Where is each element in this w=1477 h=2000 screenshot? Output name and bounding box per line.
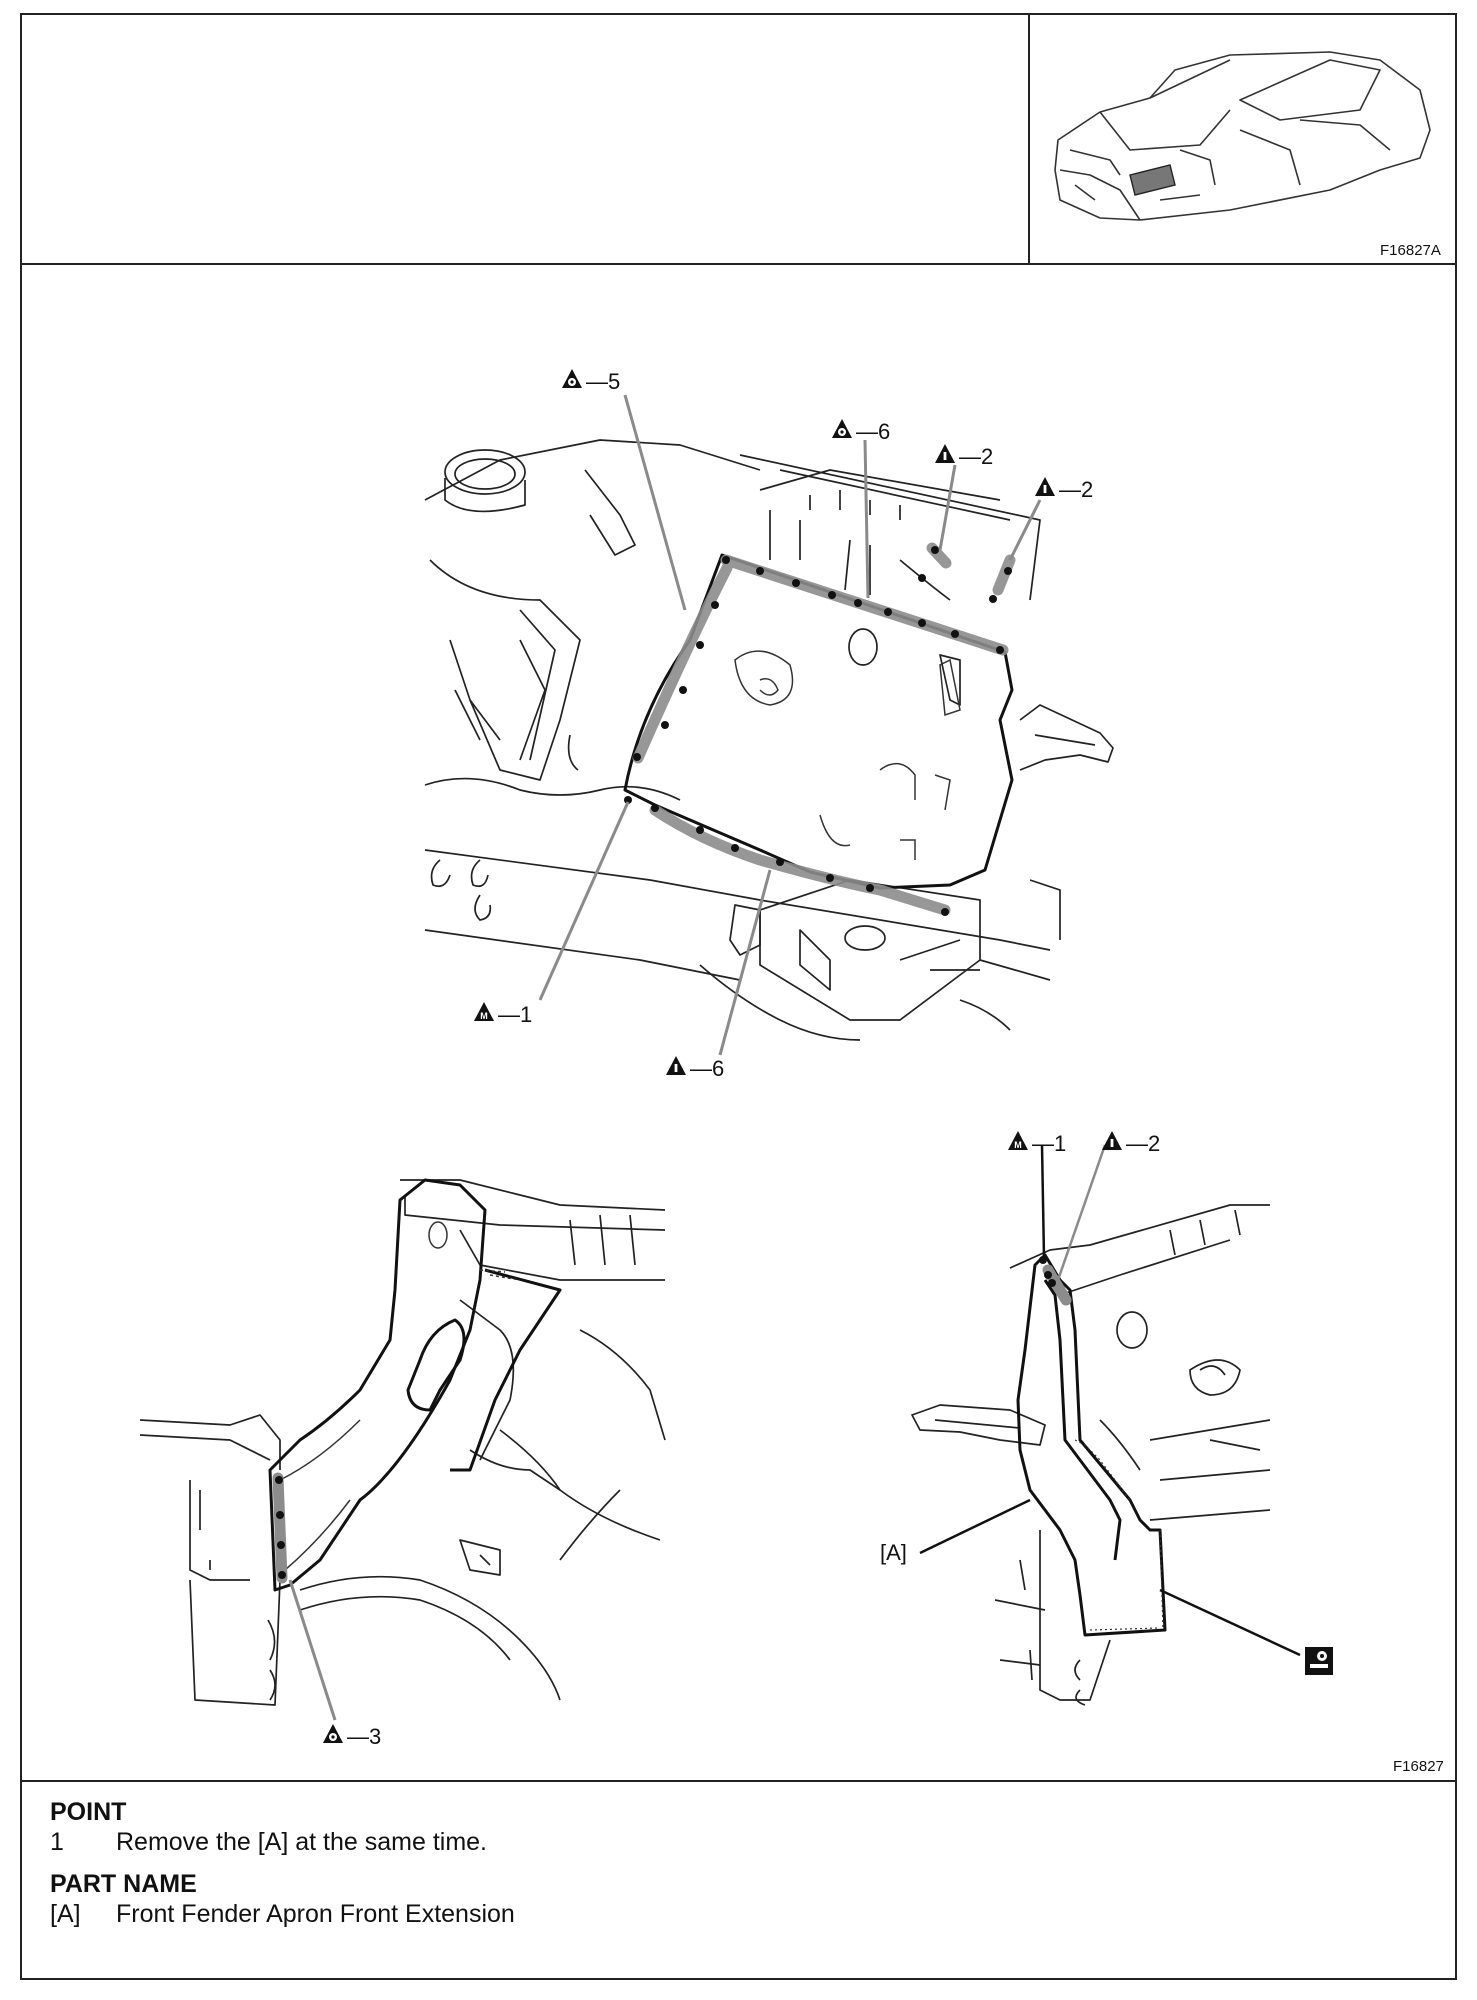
- callout-top-o6: —6: [856, 419, 890, 444]
- callout-top-m1: —1: [498, 1002, 532, 1027]
- part-key: [A]: [50, 1900, 81, 1928]
- page-frame: [20, 13, 1457, 1980]
- callout-top-i2b: —2: [1059, 477, 1093, 502]
- weld-highlights: [632, 542, 1016, 916]
- point-section: POINT 1 Remove the [A] at the same time.: [50, 1798, 1430, 1858]
- part-item: [A] Front Fender Apron Front Extension: [50, 1898, 1430, 1930]
- bottom-right-leader-lines: [919, 1144, 1301, 1657]
- point-heading: POINT: [50, 1798, 127, 1826]
- top-leader-lines: [538, 394, 1042, 1056]
- point-number: 1: [50, 1828, 64, 1856]
- part-heading: PART NAME: [50, 1870, 197, 1898]
- thumbnail-divider: [1028, 13, 1030, 265]
- callout-top-i6: —6: [690, 1056, 724, 1081]
- top-view-structure: [424, 439, 1114, 1041]
- thumbnail-figure-code: F16827A: [1380, 242, 1441, 259]
- callout-br-i2: —2: [1126, 1131, 1160, 1156]
- bottom-left-structure: [139, 1179, 666, 1706]
- header-divider: [20, 263, 1457, 265]
- point-text: Remove the [A] at the same time.: [116, 1828, 487, 1856]
- bottom-right-structure: [911, 1204, 1271, 1706]
- callout-br-part-a: [A]: [880, 1540, 907, 1565]
- part-section: PART NAME [A] Front Fender Apron Front E…: [50, 1870, 1430, 1930]
- part-text: Front Fender Apron Front Extension: [116, 1900, 515, 1928]
- callout-br-m1: —1: [1032, 1131, 1066, 1156]
- callout-bl-o3: —3: [347, 1724, 381, 1749]
- weld-spots: [624, 546, 1012, 916]
- notes-divider: [20, 1780, 1457, 1782]
- diagram-figure-code: F16827: [1393, 1758, 1444, 1775]
- apron-panel: [623, 553, 1014, 890]
- callout-top-o5: —5: [586, 369, 620, 394]
- callout-top-i2a: —2: [959, 444, 993, 469]
- sealer-icon: [1305, 1647, 1333, 1675]
- point-item: 1 Remove the [A] at the same time.: [50, 1826, 1430, 1858]
- notes-section: POINT 1 Remove the [A] at the same time.…: [50, 1798, 1430, 1942]
